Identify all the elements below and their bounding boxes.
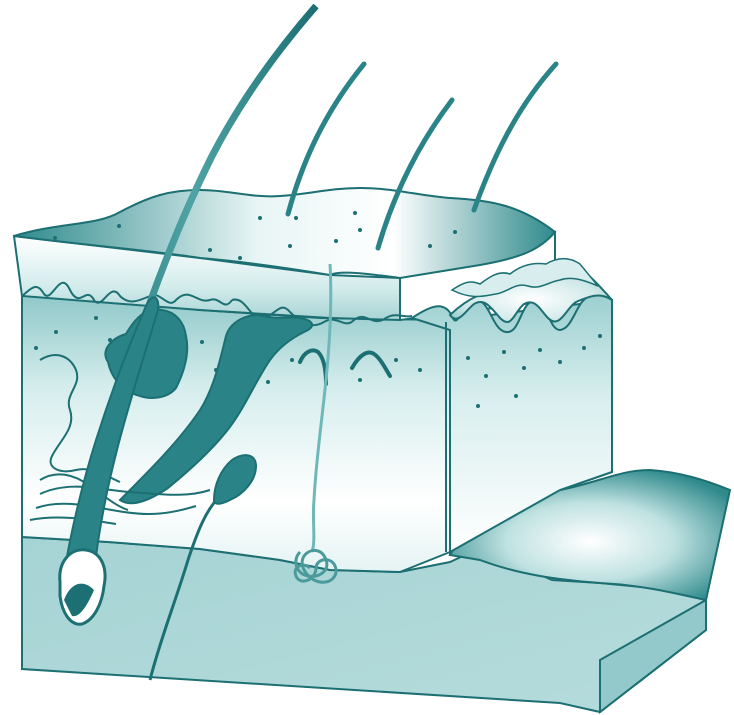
illustration-stage — [0, 0, 734, 715]
skin-diagram — [0, 0, 734, 715]
